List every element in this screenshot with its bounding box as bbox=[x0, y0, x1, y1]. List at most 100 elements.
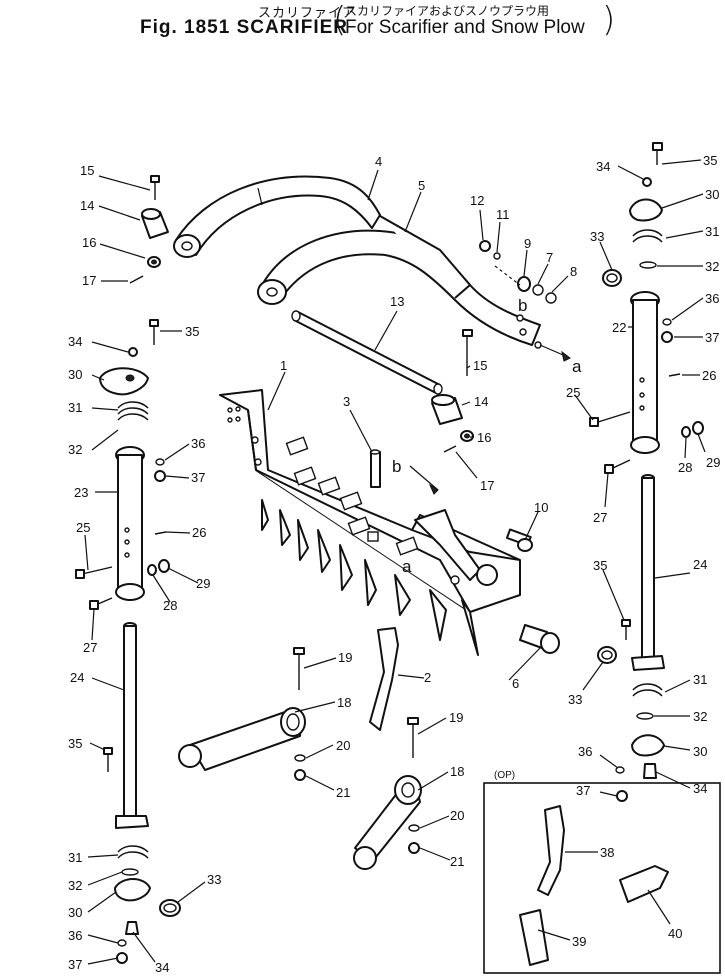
callout-37-left-lower: 37 bbox=[68, 957, 82, 972]
callout-17: 17 bbox=[82, 273, 96, 288]
right-clip-31-lower bbox=[632, 683, 663, 697]
callout-16-mid: 16 bbox=[477, 430, 491, 445]
left-clip-32-lower bbox=[121, 868, 139, 876]
left-clip-31-upper bbox=[117, 401, 149, 421]
callout-13: 13 bbox=[390, 294, 404, 309]
left-clip-31-lower bbox=[117, 845, 149, 859]
right-clamp-30-upper bbox=[629, 198, 663, 222]
title-japanese: スカリファイア bbox=[258, 6, 357, 21]
callout-37-right-lower: 37 bbox=[576, 783, 590, 798]
open-paren-glyph: ( bbox=[333, 0, 347, 40]
callout-40: 40 bbox=[668, 926, 682, 941]
callout-32-left-upper: 32 bbox=[68, 442, 82, 457]
callout-28-left: 28 bbox=[163, 598, 177, 613]
callout-16: 16 bbox=[82, 235, 96, 250]
callout-37-left: 37 bbox=[191, 470, 205, 485]
left-cylinder-23 bbox=[115, 446, 145, 601]
callout-30-left-lower: 30 bbox=[68, 905, 82, 920]
right-bolt-27 bbox=[604, 459, 631, 474]
link-18-right bbox=[353, 775, 422, 870]
callout-9: 9 bbox=[524, 236, 531, 251]
nut-16-upper bbox=[147, 256, 161, 268]
callout-32-right-lower: 32 bbox=[693, 709, 707, 724]
callout-2: 2 bbox=[424, 670, 431, 685]
callout-8: 8 bbox=[570, 264, 577, 279]
callout-26-left: 26 bbox=[192, 525, 206, 540]
bolt-6 bbox=[519, 624, 560, 654]
callout-36-right: 36 bbox=[705, 291, 719, 306]
callout-33-left: 33 bbox=[207, 872, 221, 887]
callout-30-left-upper: 30 bbox=[68, 367, 82, 382]
optional-parts-box bbox=[483, 782, 721, 974]
right-cylinder-22 bbox=[630, 291, 660, 454]
callout-37-right: 37 bbox=[705, 330, 719, 345]
rod-13 bbox=[291, 310, 443, 395]
callout-35-left-lower: 35 bbox=[68, 736, 82, 751]
callout-15: 15 bbox=[80, 163, 94, 178]
callout-1: 1 bbox=[280, 358, 287, 373]
figure-title: Fig. 1851 SCARIFIER bbox=[140, 17, 348, 38]
callout-27-left: 27 bbox=[83, 640, 97, 655]
callout-21-right: 21 bbox=[450, 854, 464, 869]
left-rod-24 bbox=[115, 622, 149, 829]
callout-labels: 15 14 16 17 4 5 12 11 9 7 8 13 15 1 3 14… bbox=[68, 153, 720, 975]
right-clip-32-lower bbox=[636, 712, 654, 720]
main-beam-1 bbox=[219, 389, 521, 656]
bolt-19-right bbox=[407, 717, 419, 758]
callout-24-right: 24 bbox=[693, 557, 707, 572]
callout-27-right: 27 bbox=[593, 510, 607, 525]
callout-36-left: 36 bbox=[191, 436, 205, 451]
callout-36-left-lower: 36 bbox=[68, 928, 82, 943]
right-clip-31-upper bbox=[632, 229, 663, 243]
callout-35-right-upper: 35 bbox=[703, 153, 717, 168]
ref-arrows bbox=[409, 344, 571, 495]
callout-11: 11 bbox=[496, 207, 510, 222]
ref-letter-a-lower: a bbox=[402, 557, 412, 576]
block-3b bbox=[367, 531, 379, 542]
pin-3 bbox=[369, 449, 381, 488]
right-28-29 bbox=[681, 421, 704, 438]
left-bolt-35-lower bbox=[103, 747, 113, 772]
callout-34-right-upper: 34 bbox=[596, 159, 610, 174]
tooth-40 bbox=[619, 865, 669, 903]
callout-31-left-upper: 31 bbox=[68, 400, 82, 415]
callout-25-left: 25 bbox=[76, 520, 90, 535]
callout-29-right: 29 bbox=[706, 455, 720, 470]
shank-2 bbox=[369, 627, 399, 731]
washer-20-left bbox=[294, 754, 306, 762]
left-28-29 bbox=[147, 559, 170, 576]
callout-24-left: 24 bbox=[70, 670, 84, 685]
arm-4 bbox=[173, 175, 381, 258]
callout-33-right-lower: 33 bbox=[568, 692, 582, 707]
subtitle-english: For Scarifier and Snow Plow bbox=[345, 17, 585, 38]
left-bolt-25 bbox=[75, 566, 113, 579]
right-ring-33-upper bbox=[602, 269, 622, 287]
callout-22: 22 bbox=[612, 320, 626, 335]
nut-21-right bbox=[408, 842, 420, 854]
callout-3: 3 bbox=[343, 394, 350, 409]
nut-16-mid bbox=[460, 430, 474, 442]
left-clamp-30-upper bbox=[99, 367, 149, 396]
right-clip-32-upper bbox=[639, 261, 657, 269]
tip-38 bbox=[537, 805, 565, 896]
left-ring-33 bbox=[159, 899, 181, 917]
right-hardware-36-37 bbox=[661, 318, 673, 343]
callout-5: 5 bbox=[418, 178, 425, 193]
callout-30-right-lower: 30 bbox=[693, 744, 707, 759]
nut-21-left bbox=[294, 769, 306, 781]
right-pin-26 bbox=[668, 373, 681, 377]
ref-letter-b-upper: b bbox=[518, 296, 527, 315]
callout-35-left-upper: 35 bbox=[185, 324, 199, 339]
callout-33-right-upper: 33 bbox=[590, 229, 604, 244]
callout-4: 4 bbox=[375, 154, 382, 169]
callout-31-right-lower: 31 bbox=[693, 672, 707, 687]
callout-28-right: 28 bbox=[678, 460, 692, 475]
cotter-pin-17-upper bbox=[129, 275, 144, 284]
left-bolt-27 bbox=[89, 597, 113, 610]
callout-25-right: 25 bbox=[566, 385, 580, 400]
callout-6: 6 bbox=[512, 676, 519, 691]
callout-38: 38 bbox=[600, 845, 614, 860]
right-bolt-35-lower bbox=[621, 619, 631, 640]
bushing-14-upper bbox=[141, 208, 169, 239]
